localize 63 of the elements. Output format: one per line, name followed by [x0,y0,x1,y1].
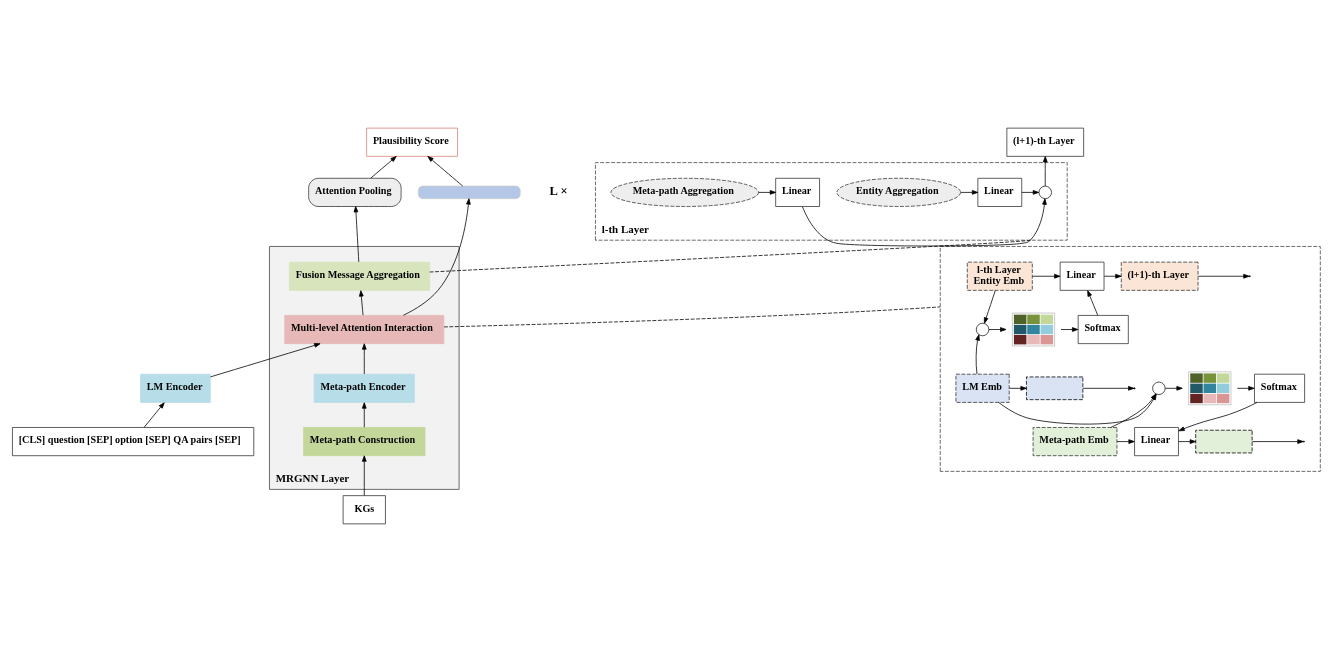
connector [429,239,1031,272]
arrow [403,197,471,316]
node-box: Linear [1059,261,1105,291]
node-box: Linear [1134,426,1179,456]
arrow [1060,326,1079,332]
node-box: (l+1)-th Layer [1120,261,1199,291]
arrow [427,155,464,186]
arrow [960,189,979,195]
node-box: Fusion Message Aggregation [289,261,431,291]
node-ellipse: Meta-path Aggregation [610,177,759,207]
arrow [983,289,996,324]
node-box: LM Encoder [140,373,211,403]
arrow [370,155,397,178]
node-box: Linear [775,177,820,207]
arrow [361,342,367,374]
arrow [359,289,364,316]
arrow [1087,289,1099,316]
arrow [1178,438,1196,444]
arrow [1236,385,1255,391]
arrow [988,326,1007,332]
arrow [758,189,777,195]
arrow [1042,155,1048,186]
node-box [1026,376,1084,400]
arrow [1116,438,1135,444]
label: L × [549,183,568,198]
node-box: Multi-level Attention Interaction [284,314,445,344]
node-box: Meta-path Encoder [313,373,415,403]
arrow [1251,438,1304,444]
cluster [939,245,1321,472]
arrow [1032,273,1061,279]
arrow [1178,401,1258,431]
arrow [1164,385,1183,391]
node-box: Softmax [1254,373,1306,403]
node-box: Plausibility Score [366,127,458,157]
arrow [361,401,367,428]
node-box: Attention Pooling [308,177,402,207]
node-circle [1152,381,1166,395]
node-box: Meta-path Construction [303,426,426,456]
arrow [1198,273,1250,279]
node-circle [975,322,990,336]
arrow [1021,189,1040,195]
node-box: KGs [342,494,386,524]
arrow [1082,385,1135,391]
node-box: [CLS] question [SEP] option [SEP] QA pairs [SEP] [12,426,255,456]
arrow [353,205,360,262]
arrow [210,342,321,377]
node-ellipse: Entity Aggregation [836,177,961,207]
node-box: Meta-path Emb [1032,426,1118,456]
node-box: l-th Layer Entity Emb [966,261,1033,291]
node-box: Softmax [1077,314,1129,344]
arrow [802,197,1047,246]
arrow [975,333,980,374]
node-bar [417,185,521,199]
node-box: Linear [977,177,1023,207]
arrow [361,454,367,496]
node-box: LM Emb [955,373,1010,403]
arrow [1008,385,1027,391]
node-box [1195,429,1253,453]
arrow [1103,273,1122,279]
node-circle [1038,185,1052,199]
arrow [143,401,165,428]
connector [443,306,941,327]
node-box: (l+1)-th Layer [1006,127,1085,157]
